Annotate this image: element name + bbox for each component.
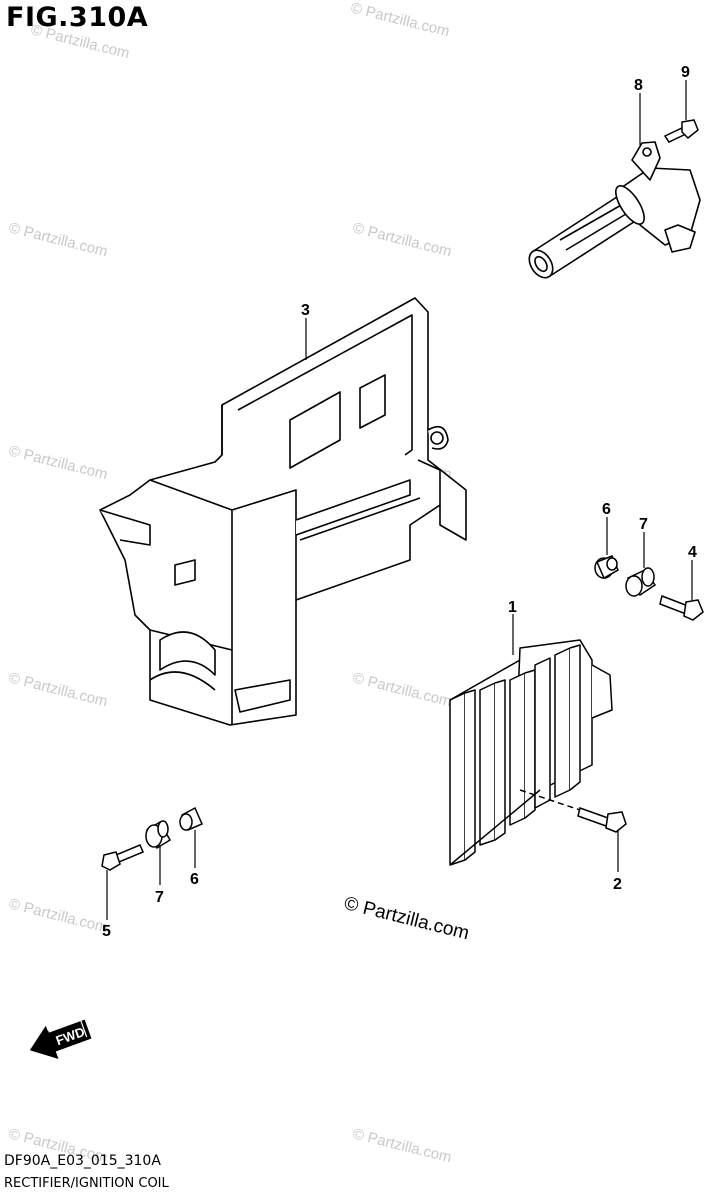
callout-6-left: 6 [190, 871, 199, 888]
rectifier-drawing [449, 639, 613, 866]
watermark: © Partzilla.com [351, 1125, 453, 1166]
watermark: © Partzilla.com [29, 21, 131, 62]
callout-9: 9 [681, 64, 690, 81]
collar-drawing [594, 555, 619, 580]
fwd-arrow: FWD [29, 1017, 92, 1059]
bracket-drawing [99, 297, 467, 726]
ignition-coil-drawing [528, 141, 701, 279]
callout-2: 2 [613, 876, 622, 893]
watermark: © Partzilla.com [7, 442, 109, 483]
callout-7-left: 7 [155, 889, 164, 906]
watermark: © Partzilla.com [7, 669, 109, 710]
watermark: © Partzilla.com [351, 669, 453, 710]
watermark: © Partzilla.com [7, 219, 109, 260]
callout-5: 5 [102, 923, 111, 940]
bolt-drawing [659, 594, 704, 621]
watermark: © Partzilla.com [351, 219, 453, 260]
leader-lines [106, 80, 693, 920]
grommet-drawing [625, 567, 657, 597]
collar-left-drawing [179, 806, 203, 831]
watermark: © Partzilla.com [7, 895, 109, 936]
watermark: © Partzilla.com [349, 0, 451, 40]
callout-3: 3 [301, 302, 310, 319]
callout-8: 8 [634, 77, 643, 94]
figure-title: FIG.310A [6, 2, 149, 33]
diagram-code: DF90A_E03_015_310A [4, 1153, 161, 1169]
grommet-left-drawing [145, 820, 172, 850]
callout-4: 4 [688, 544, 697, 561]
callout-6: 6 [602, 501, 611, 518]
callout-7: 7 [639, 516, 648, 533]
rectifier-bolt-drawing [519, 789, 627, 833]
callouts: 8 9 3 1 6 7 4 2 5 7 6 [102, 64, 697, 940]
diagram-description: RECTIFIER/IGNITION COIL [4, 1176, 169, 1191]
coil-bolt-drawing [663, 119, 699, 143]
bolt-left-drawing [101, 844, 144, 871]
callout-1: 1 [508, 599, 517, 616]
